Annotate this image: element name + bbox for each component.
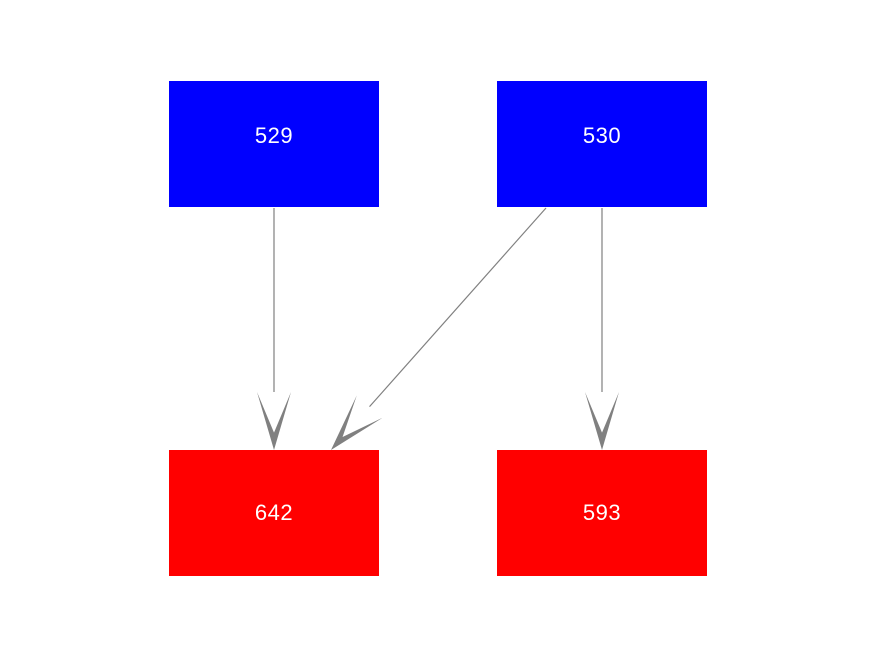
node-label: 529	[254, 123, 294, 148]
node-642[interactable]: 642	[169, 450, 379, 576]
arrowhead-icon	[257, 392, 291, 450]
node-529[interactable]: 529	[169, 81, 379, 207]
arrowhead-icon	[331, 395, 383, 450]
node-530[interactable]: 530	[497, 81, 707, 207]
node-label: 593	[582, 500, 622, 525]
arrowhead-icon	[585, 392, 619, 450]
node-label: 530	[582, 123, 622, 148]
node-label: 642	[254, 500, 294, 525]
node-593[interactable]: 593	[497, 450, 707, 576]
edges-group	[257, 207, 619, 450]
edge-line	[369, 207, 547, 408]
